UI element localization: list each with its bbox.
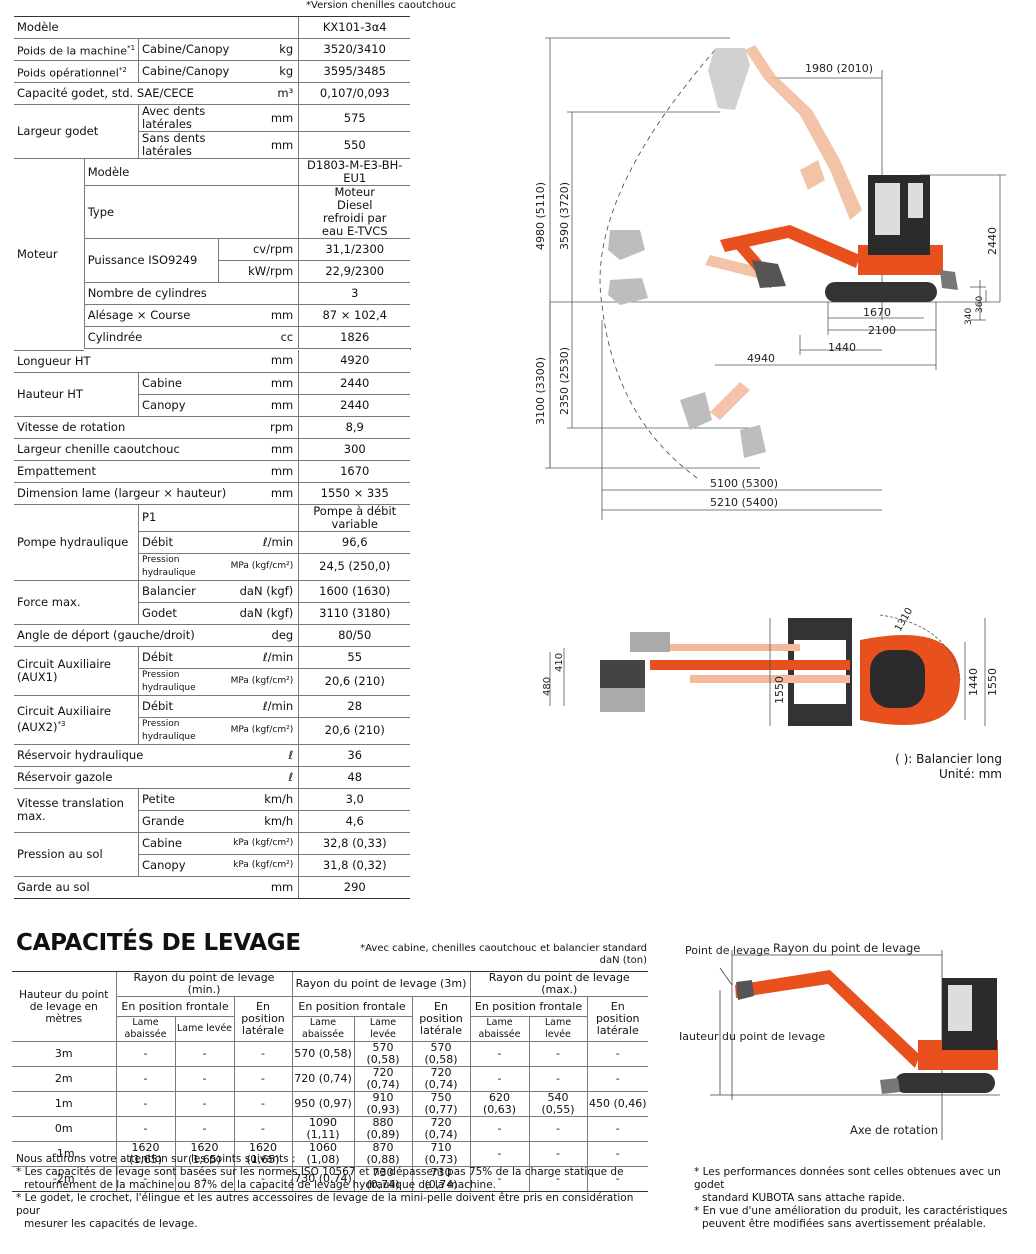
spec-row-fuel-tank: Réservoir gazole ℓ 48: [14, 766, 456, 789]
dim-text: 1670: [863, 306, 891, 319]
dim-text: 5100 (5300): [710, 477, 778, 490]
spec-row-offset: Angle de déport (gauche/droit) deg 80/50: [14, 624, 456, 647]
spec-row-power-cv: Puissance ISO9249 cv/rpm 31,1/2300: [14, 238, 456, 283]
spec-row-swing: Vitesse de rotation rpm 8,9: [14, 416, 456, 439]
spec-row-pump-p1: Pompe hydraulique P1 Pompe à débit varia…: [14, 504, 456, 581]
spec-row-ground-canopy: Canopy kPa (kgf/cm²) 31,8 (0,32): [14, 854, 456, 877]
spec-row-opweight: Poids opérationnel*2 Cabine/Canopy kg 35…: [14, 60, 456, 83]
lift-diag-axis: Axe de rotation: [850, 1123, 938, 1137]
spec-row-travel-low: Vitesse translation max. Petite km/h 3,0: [14, 788, 456, 833]
dim-text: 340: [964, 308, 974, 325]
dim-text: 3100 (3300): [534, 357, 547, 425]
spec-row-pump-flow: Débit ℓ/min 96,6: [14, 531, 456, 554]
lift-table: Hauteur du point de levage en mètres Ray…: [12, 971, 648, 1192]
spec-row-aux2-pressure: Pression hydraulique MPa (kgf/cm²) 20,6 …: [14, 717, 456, 745]
spec-row-hyd-tank: Réservoir hydraulique ℓ 36: [14, 744, 456, 767]
spec-row-bucket-width-teeth: Largeur godet Avec dents latérales mm 57…: [14, 104, 456, 159]
spec-row-height-cabine: Hauteur HT Cabine mm 2440: [14, 372, 456, 417]
spec-row-bore: Alésage × Course mm 87 × 102,4: [14, 304, 456, 327]
lift-diag-height: Hauteur du point de levage: [680, 1030, 825, 1043]
spec-row-engine-type: Type Moteur Diesel refroidi par eau E-TV…: [14, 185, 456, 239]
spec-row-aux2-flow: Circuit Auxiliaire (AUX2)*3 Débit ℓ/min …: [14, 695, 456, 745]
excavator-side-icon: [720, 175, 958, 302]
footer-left: Nous attirons votre attention sur les po…: [16, 1153, 634, 1230]
spec-row-clearance: Garde au sol mm 290: [14, 876, 456, 899]
lift-row: 3m---570 (0,58)570 (0,58)570 (0,58)---: [12, 1041, 648, 1067]
spec-row-displacement: Cylindrée cc 1826: [14, 326, 456, 349]
footer-right: * Les performances données sont celles o…: [694, 1166, 1008, 1230]
dim-text: 1440: [967, 668, 980, 696]
excavator-lift-icon: [735, 970, 998, 1094]
spec-row-track: Largeur chenille caoutchouc mm 300: [14, 438, 456, 461]
version-note: *Version chenilles caoutchouc: [306, 0, 456, 11]
spec-row-weight: Poids de la machine*1 Cabine/Canopy kg 3…: [14, 38, 456, 61]
lift-row: -2m---730 (0,74)730 (0,74)730 (0,74)---: [12, 1166, 648, 1192]
spec-row-bucket-width-noteeth: Sans dents latérales mm 550: [14, 131, 456, 159]
dim-text: 5210 (5400): [710, 496, 778, 509]
spec-row-tumbler: Empattement mm 1670: [14, 460, 456, 483]
spec-row-ground-cabine: Pression au sol Cabine kPa (kgf/cm²) 32,…: [14, 832, 456, 877]
spec-row-aux1-flow: Circuit Auxiliaire (AUX1) Débit ℓ/min 55: [14, 646, 456, 696]
spec-row-pump-pressure: Pression hydraulique MPa (kgf/cm²) 24,5 …: [14, 553, 456, 581]
dim-text: 3590 (3720): [558, 182, 571, 250]
spec-row-length: Longueur HT mm 4920: [14, 350, 456, 373]
lift-point-diagram: Point de levage Rayon du point de levage…: [680, 941, 1000, 1140]
excavator-top-icon: [600, 618, 960, 726]
spec-row-blade: Dimension lame (largeur × hauteur) mm 15…: [14, 482, 456, 505]
lift-row: 2m---720 (0,74)720 (0,74)720 (0,74)---: [12, 1066, 648, 1092]
lift-diag-radius: Rayon du point de levage: [773, 941, 920, 955]
dim-text: 1440: [828, 341, 856, 354]
dim-text: 1550: [986, 668, 999, 696]
spec-row-aux1-pressure: Pression hydraulique MPa (kgf/cm²) 20,6 …: [14, 668, 456, 696]
lift-diag-point: Point de levage: [685, 944, 770, 957]
spec-row-force-arm: Force max. Balancier daN (kgf) 1600 (163…: [14, 580, 456, 625]
spec-table: Modèle KX101-3α4 Poids de la machine*1 C…: [14, 16, 456, 899]
lift-row: 1m---950 (0,97)910 (0,93)750 (0,77)620 (…: [12, 1091, 648, 1117]
diagram-legend: ( ): Balancier long Unité: mm: [895, 752, 1002, 781]
dim-text: 360: [975, 296, 985, 313]
lift-title: CAPACITÉS DE LEVAGE: [16, 930, 301, 956]
spec-row-cylinders: Nombre de cylindres 3: [14, 282, 456, 305]
spec-row-spacer: [14, 348, 456, 350]
dim-text: 1980 (2010): [805, 62, 873, 75]
spec-row-bucket-capacity: Capacité godet, std. SAE/CECE m³ 0,107/0…: [14, 82, 456, 105]
lift-note: *Avec cabine, chenilles caoutchouc et ba…: [360, 943, 647, 966]
spec-row-model: Modèle KX101-3α4: [14, 16, 456, 39]
dim-text: 1550: [773, 676, 786, 704]
dim-text: 480: [542, 677, 553, 696]
spec-row-force-bucket: Godet daN (kgf) 3110 (3180): [14, 602, 456, 625]
spec-row-height-canopy: Canopy mm 2440: [14, 394, 456, 417]
dim-text: 4940: [747, 352, 775, 365]
dim-text: 2100: [868, 324, 896, 337]
dim-text: 4980 (5110): [534, 182, 547, 250]
dim-text: 410: [554, 653, 565, 672]
dim-text: 2350 (2530): [558, 347, 571, 415]
lift-row: 0m---1090 (1,11)880 (0,89)720 (0,74)---: [12, 1116, 648, 1142]
spec-row-engine-model: Moteur Modèle D1803-M-E3-BH-EU1: [14, 158, 456, 351]
dim-text: 1310: [893, 606, 915, 634]
dim-text: 2440: [986, 227, 999, 255]
spec-row-power-kw: kW/rpm 22,9/2300: [14, 260, 456, 283]
spec-row-travel-high: Grande km/h 4,6: [14, 810, 456, 833]
dimension-diagram: 1980 (2010) 4980 (5110) 3590 (3720) 2440…: [534, 37, 1006, 726]
